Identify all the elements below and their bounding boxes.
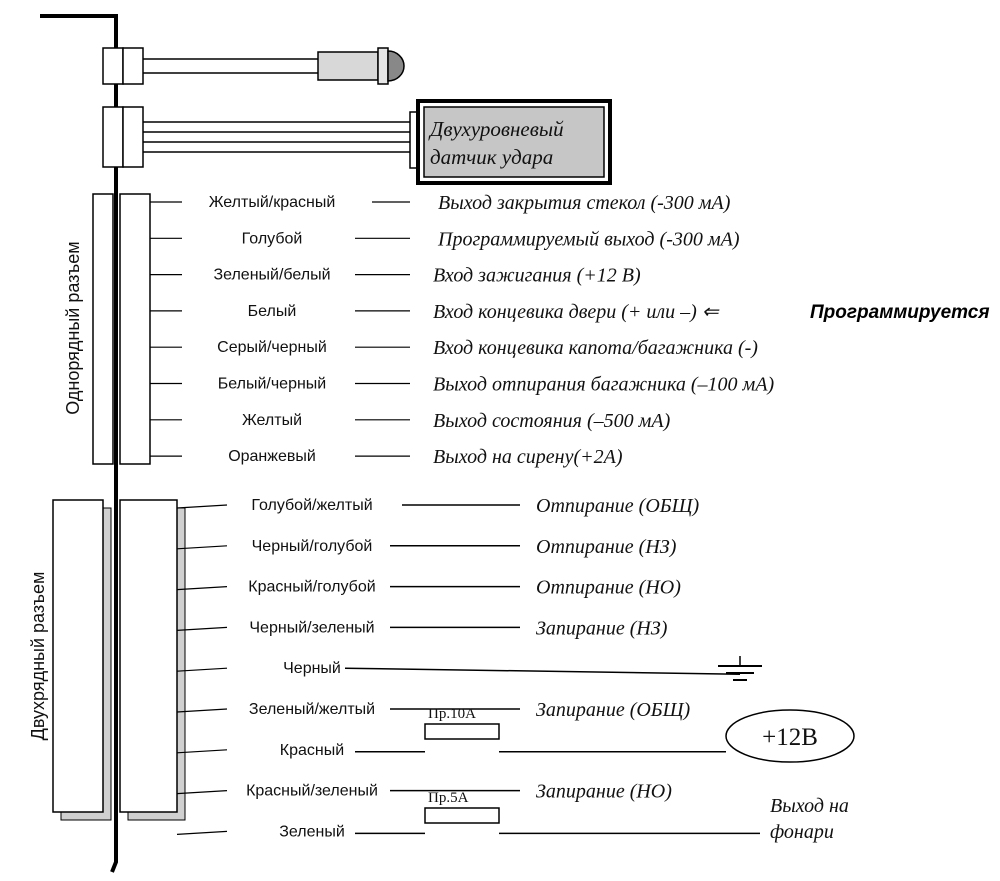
wire-color-label: Желтый xyxy=(242,412,302,429)
double-connector-row: Черный xyxy=(176,660,741,677)
double-connector-label: Двухрядный разъем xyxy=(28,572,48,741)
fuse-5a: Пр.5А xyxy=(424,790,500,824)
wire-color-label: Голубой xyxy=(242,230,303,247)
wire-color-label: Черный/зеленый xyxy=(249,619,374,636)
function-label: Вход зажигания (+12 В) xyxy=(433,265,641,287)
lights-output-line2: фонари xyxy=(770,821,834,843)
wire-color-label: Красный xyxy=(280,742,344,759)
plus-12v-terminal: +12В xyxy=(725,709,855,763)
wire-color-label: Черный/голубой xyxy=(252,538,373,555)
function-label: Вход концевика двери (+ или –) ⇐ xyxy=(433,301,720,323)
single-connector-row: Белый/черный Выход отпирания багажника (–… xyxy=(150,374,775,396)
single-connector-label: Однорядный разъем xyxy=(63,241,83,414)
wire-color-label: Оранжевый xyxy=(228,448,316,465)
double-connector-row: Черный/голубой Отпирание (НЗ) xyxy=(176,536,677,558)
wire-stub xyxy=(176,545,228,550)
wire-color-label: Зеленый xyxy=(279,823,345,840)
function-label: Запирание (НО) xyxy=(536,781,672,803)
shock-sensor-title-line1: Двухуровневый xyxy=(428,117,564,141)
single-connector-row: Желтый/красный Выход закрытия стекол (-30… xyxy=(150,192,731,214)
wire-stub xyxy=(176,626,228,631)
led-connector xyxy=(102,47,318,85)
function-label: Запирание (ОБЩ) xyxy=(536,699,690,721)
single-connector-row: Оранжевый Выход на сирену(+2А) xyxy=(150,446,623,468)
double-row-connector: Двухрядный разъем xyxy=(28,499,186,821)
double-connector-row: Черный/зеленый Запирание (НЗ) xyxy=(176,617,668,639)
wire-color-label: Зеленый/желтый xyxy=(249,701,375,718)
function-label: Отпирание (НЗ) xyxy=(536,536,677,558)
single-connector-row: Белый Вход концевика двери (+ или –) ⇐ Про… xyxy=(150,301,990,323)
ground-icon xyxy=(718,656,762,681)
wire-stub xyxy=(176,749,228,754)
wire-color-label: Красный/зеленый xyxy=(246,783,378,800)
double-connector-rows: Голубой/желтый Отпирание (ОБЩ) Черный/голу… xyxy=(176,495,760,840)
function-label: Выход отпирания багажника (–100 мА) xyxy=(433,374,775,396)
function-label: Вход концевика капота/багажника (-) xyxy=(433,337,758,359)
double-connector-row: Красный xyxy=(176,742,726,759)
double-connector-row: Красный/голубой Отпирание (НО) xyxy=(176,577,681,599)
programmable-note: Программируется xyxy=(810,302,990,323)
plus-12v-label: +12В xyxy=(762,724,818,751)
single-connector-row: Голубой Программируемый выход (-300 мА) xyxy=(150,228,740,250)
main-harness-line xyxy=(40,14,118,873)
wire-color-label: Зеленый/белый xyxy=(213,267,330,284)
double-connector-row: Зеленый xyxy=(176,823,760,840)
wire-stub xyxy=(176,708,228,713)
fuse-5a-label: Пр.5А xyxy=(428,790,469,806)
wire-stub xyxy=(176,830,228,835)
function-label: Запирание (НЗ) xyxy=(536,617,668,639)
fuse-10a-label: Пр.10А xyxy=(428,706,476,722)
wire-color-label: Черный xyxy=(283,660,341,677)
function-label: Отпирание (ОБЩ) xyxy=(536,495,699,517)
wire-stub xyxy=(176,790,228,795)
single-connector-rows: Желтый/красный Выход закрытия стекол (-30… xyxy=(150,192,990,468)
single-connector-row: Зеленый/белый Вход зажигания (+12 В) xyxy=(150,265,641,287)
single-connector-row: Желтый Выход состояния (–500 мА) xyxy=(150,410,671,432)
double-connector-row: Голубой/желтый Отпирание (ОБЩ) xyxy=(176,495,699,517)
double-connector-row: Зеленый/желтый Запирание (ОБЩ) xyxy=(176,699,690,721)
function-label: Выход закрытия стекол (-300 мА) xyxy=(438,192,731,214)
wire-color-label: Белый xyxy=(248,303,297,320)
function-label: Выход на сирену(+2А) xyxy=(433,446,623,468)
single-row-connector: Однорядный разъем xyxy=(63,193,151,465)
wire-stub xyxy=(176,667,228,672)
wire-color-label: Белый/черный xyxy=(218,376,327,393)
fuse-10a: Пр.10А xyxy=(424,706,500,740)
lights-output-line1: Выход на xyxy=(770,795,849,817)
led-icon xyxy=(317,47,405,85)
wire-color-label: Серый/черный xyxy=(217,339,327,356)
function-label: Программируемый выход (-300 мА) xyxy=(437,228,740,250)
function-label: Отпирание (НО) xyxy=(536,577,681,599)
double-connector-row: Красный/зеленый Запирание (НО) xyxy=(176,781,672,803)
function-label: Выход состояния (–500 мА) xyxy=(433,410,671,432)
wire-color-label: Желтый/красный xyxy=(209,194,336,211)
wire-color-label: Красный/голубой xyxy=(248,579,375,596)
wire-stub xyxy=(176,504,228,509)
single-connector-row: Серый/черный Вход концевика капота/багажн… xyxy=(150,337,758,359)
shock-sensor-box: Двухуровневый датчик удара xyxy=(416,99,612,185)
wire-color-label: Голубой/желтый xyxy=(251,497,372,514)
ground-wire-line xyxy=(344,667,741,675)
shock-sensor-title-line2: датчик удара xyxy=(430,145,553,169)
wire-stub xyxy=(176,586,228,591)
shock-sensor-connector xyxy=(102,106,419,169)
